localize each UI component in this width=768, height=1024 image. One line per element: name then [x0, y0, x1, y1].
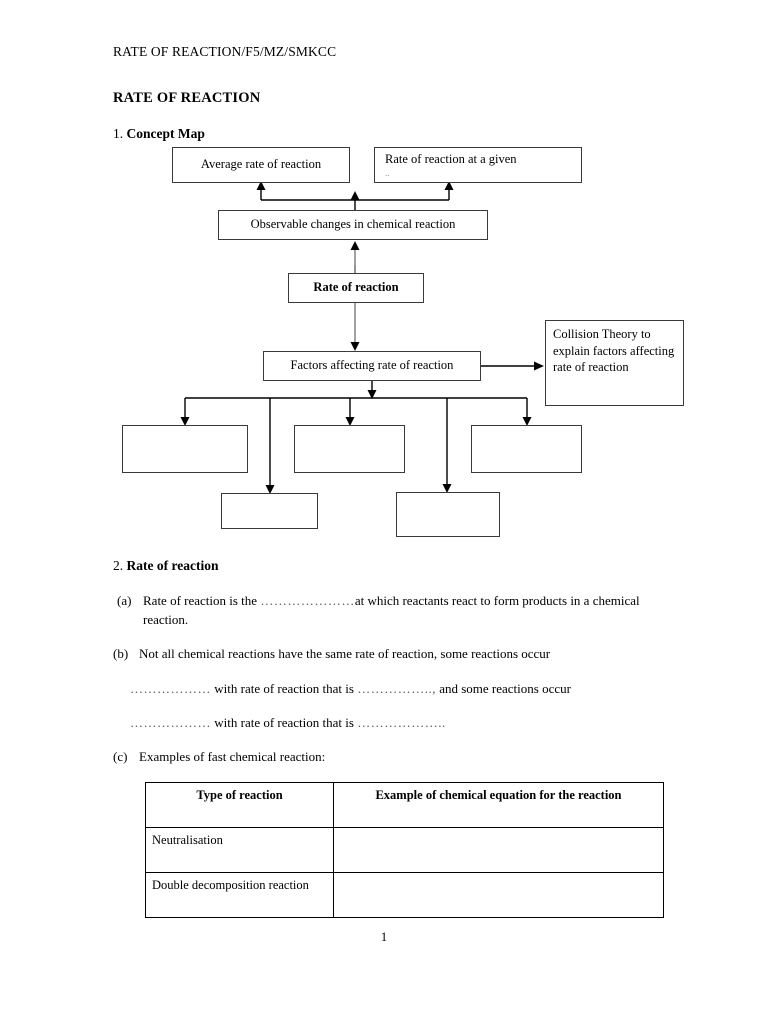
table-cell-type-double-decomposition: Double decomposition reaction — [145, 872, 334, 918]
concept-node-blank-1[interactable] — [122, 425, 248, 473]
question-a: (a) Rate of reaction is the …………………at wh… — [117, 592, 677, 630]
concept-node-rate-of-reaction: Rate of reaction — [288, 273, 424, 303]
concept-node-blank-2[interactable] — [294, 425, 405, 473]
question-b-line-1: (b) Not all chemical reactions have the … — [113, 645, 683, 664]
section-2-number: 2. — [113, 558, 124, 573]
concept-node-factors-affecting: Factors affecting rate of reaction — [263, 351, 481, 381]
concept-node-blank-4[interactable] — [221, 493, 318, 529]
table-header-row: Type of reaction Example of chemical equ… — [145, 782, 664, 828]
question-c: (c) Examples of fast chemical reaction: — [113, 748, 673, 767]
question-b-line-2: ……………… with rate of reaction that is ………… — [130, 680, 690, 699]
table-cell-example-double-decomposition[interactable] — [333, 872, 664, 918]
question-a-body: Rate of reaction is the …………………at which … — [117, 592, 677, 630]
section-2-heading: 2. Rate of reaction — [113, 558, 218, 574]
concept-node-at-given-clipped-line: .. — [385, 167, 390, 178]
question-b-line3-blank-1[interactable]: ……………… — [130, 715, 211, 730]
table-cell-example-neutralisation[interactable] — [333, 827, 664, 873]
question-a-blank[interactable]: ………………… — [260, 593, 355, 608]
concept-node-blank-5[interactable] — [396, 492, 500, 537]
section-1-number: 1. — [113, 126, 124, 141]
question-b-line3-mid: with rate of reaction that is — [211, 715, 358, 730]
question-b-line2-blank-1[interactable]: ……………… — [130, 681, 211, 696]
table-row: Double decomposition reaction — [145, 872, 664, 918]
question-a-text-after: at which reactants react to form product… — [143, 593, 640, 627]
question-a-text-before: Rate of reaction is the — [143, 593, 261, 608]
question-b-line2-blank-2[interactable]: …………….., — [357, 681, 436, 696]
question-b-marker: (b) — [113, 646, 129, 661]
question-c-marker: (c) — [113, 749, 128, 764]
question-b-line2-mid: with rate of reaction that is — [211, 681, 358, 696]
page-title: RATE OF REACTION — [113, 90, 261, 106]
table-row: Neutralisation — [145, 827, 664, 873]
table-header-example-equation: Example of chemical equation for the rea… — [333, 782, 664, 828]
question-c-text: Examples of fast chemical reaction: — [139, 749, 326, 764]
table-header-type-of-reaction: Type of reaction — [145, 782, 334, 828]
section-1-heading: 1. Concept Map — [113, 126, 205, 142]
question-a-marker: (a) — [117, 593, 132, 608]
concept-node-collision-theory: Collision Theory to explain factors affe… — [545, 320, 684, 406]
document-header: RATE OF REACTION/F5/MZ/SMKCC — [113, 44, 337, 59]
question-b-line1-text: Not all chemical reactions have the same… — [139, 646, 551, 661]
question-b-line3-blank-2[interactable]: ……………….. — [357, 715, 446, 730]
section-1-label: Concept Map — [126, 126, 205, 141]
concept-node-at-given-text: Rate of reaction at a given — [385, 152, 517, 167]
question-b-line2-end: and some reactions occur — [435, 681, 571, 696]
fast-reaction-table: Type of reaction Example of chemical equ… — [145, 782, 664, 918]
question-b-line-3: ……………… with rate of reaction that is ………… — [130, 714, 690, 733]
concept-node-average-rate: Average rate of reaction — [172, 147, 350, 183]
concept-node-observable-changes: Observable changes in chemical reaction — [218, 210, 488, 240]
concept-node-blank-3[interactable] — [471, 425, 582, 473]
concept-node-rate-at-given-time: Rate of reaction at a given .. — [374, 147, 582, 183]
section-2-label: Rate of reaction — [126, 558, 219, 573]
table-cell-type-neutralisation: Neutralisation — [145, 827, 334, 873]
page-number: 1 — [380, 930, 388, 944]
